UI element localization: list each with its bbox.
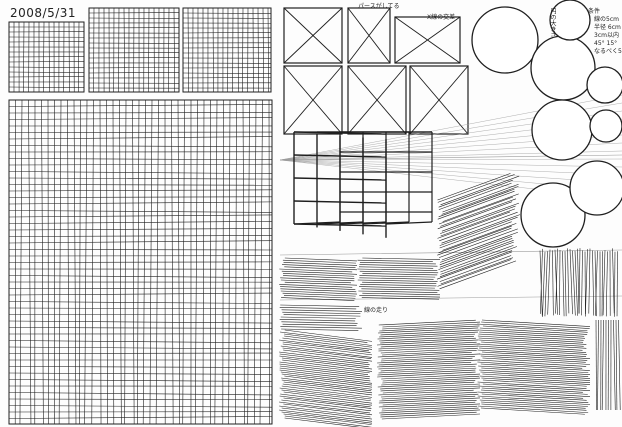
handwritten-label-circles: 円の大きさ <box>549 8 556 38</box>
hatch-patch-3 <box>436 173 520 290</box>
hatch-patch-7 <box>279 304 363 331</box>
hatch-patch-4 <box>278 329 373 427</box>
hatch-label: 線の走り <box>364 307 389 314</box>
hatch-patch-1 <box>279 257 358 301</box>
condition-line: 線の5cm <box>594 16 619 23</box>
grid-small-2 <box>88 7 180 93</box>
hatch-patch-2 <box>357 257 441 300</box>
practice-circles <box>471 0 622 248</box>
handwritten-note: パースがしてる <box>358 3 400 10</box>
hatch-patch-5 <box>377 319 481 420</box>
handwritten-label-conditions: 条件 <box>588 8 601 15</box>
hatch-patch-6 <box>477 319 591 415</box>
condition-line: 3cm以内 <box>594 32 619 39</box>
grid-small-1 <box>8 21 85 93</box>
condition-line: なるべく5 <box>594 48 622 55</box>
cross-boxes <box>283 7 469 135</box>
handwritten-note-2: X線の交差 <box>427 14 456 21</box>
wireframe-cube <box>293 131 433 238</box>
handwritten-conditions-list: 線の5cm 半径 6cm 3cm以内 45° 15° なるべく5 <box>594 16 622 56</box>
grid-large <box>8 99 273 425</box>
date-label: 2008/5/31 <box>10 6 77 20</box>
grid-small-3 <box>182 7 272 93</box>
condition-line: 半径 6cm <box>594 24 621 31</box>
hatch-vertical <box>539 248 621 411</box>
condition-line: 45° 15° <box>594 40 618 47</box>
